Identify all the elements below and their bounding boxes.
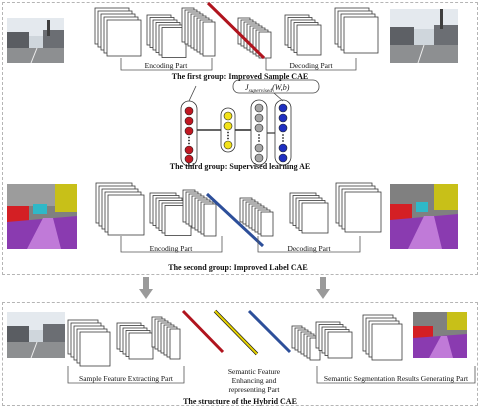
loss-formula: Jsupervised(W,b) (245, 83, 290, 94)
output-layer-node-2 (254, 113, 264, 123)
label-layer-ellipsis-1 (282, 134, 284, 136)
label-layer-node-1 (278, 103, 288, 113)
label-layer-node-2 (278, 113, 288, 123)
bracket-semantic-results-part (316, 366, 476, 384)
hybrid-stroke-red (181, 309, 225, 354)
label-layer-ellipsis-2 (282, 137, 284, 139)
hybrid-decoder-stack-3 (362, 314, 403, 361)
input-layer-ellipsis-2 (188, 139, 190, 142)
decoding-part-label-second: Decoding Part (287, 244, 331, 253)
hybrid-encoder-stack-3 (151, 316, 181, 360)
decoder-stack-3-second (335, 182, 382, 233)
decoder-stack-1-second (239, 197, 274, 237)
first-group-caption: The first group: Improved Sample CAE (171, 72, 309, 81)
hybrid-encoder-stack-2 (116, 322, 154, 360)
label-layer-node-4 (278, 143, 288, 153)
label-layer-ellipsis-3 (282, 140, 284, 142)
bracket-encoding-second (120, 236, 223, 253)
input-layer-node-3 (184, 126, 194, 136)
input-layer-node-1 (184, 106, 194, 116)
hidden-layer-node-3 (223, 140, 233, 150)
flow-arrow-left-head (139, 289, 153, 299)
encoder-stack-2-top (146, 14, 187, 58)
bracket-sample-part (67, 366, 185, 384)
output-layer-node-4 (254, 143, 264, 153)
encoder-stack-2-second (149, 192, 192, 236)
output-layer-ellipsis-1 (258, 134, 260, 136)
semantic-feature-part-label: Semantic Feature Enhancing and represent… (227, 367, 281, 394)
bracket-decoding-second (257, 236, 361, 253)
label-layer-node-3 (278, 123, 288, 133)
output-layer-node-3 (254, 123, 264, 133)
flow-arrow-right-head (316, 289, 330, 299)
encoder-stack-3-top (181, 7, 216, 57)
hybrid-stroke-blue (247, 309, 292, 354)
label-image-output (390, 184, 458, 249)
bracket-decoding-top (265, 58, 357, 71)
output-layer-node-5 (254, 153, 264, 163)
hybrid-decoder-stack-1 (291, 325, 321, 361)
third-group-caption: The third group: Supervised learning AE (169, 162, 311, 171)
decoder-stack-2-top (284, 14, 322, 56)
input-layer-node-5 (184, 154, 194, 164)
decoder-stack-3-top (334, 7, 379, 54)
output-layer-ellipsis-3 (258, 140, 260, 142)
encoding-part-label-top: Encoding Part (144, 61, 188, 70)
hidden-layer-node-2 (223, 121, 233, 131)
hybrid-decoder-stack-2 (315, 321, 353, 359)
upper-groups-frame (2, 2, 478, 275)
label-layer-node-5 (278, 153, 288, 163)
loss-formula-box (232, 79, 320, 94)
hybrid-stroke-yellow-inner (214, 310, 258, 355)
hidden-layer-ellipsis-1 (227, 131, 229, 134)
sample-feature-part-label: Sample Feature Extracting Part (79, 374, 173, 383)
input-layer-node-2 (184, 116, 194, 126)
hidden-layer-node-1 (223, 111, 233, 121)
hidden-layer-ellipsis-3 (227, 137, 229, 140)
street-photo-input-top (7, 18, 64, 63)
hybrid-encoder-stack-1 (67, 319, 111, 367)
encoding-part-label-second: Encoding Part (149, 244, 193, 253)
decoder-stack-2-second (289, 192, 329, 234)
flow-arrow-right-shaft (320, 277, 326, 290)
output-layer-node-1 (254, 103, 264, 113)
encoder-stack-1-top (94, 7, 142, 57)
encoder-stack-3-second (182, 189, 217, 237)
hybrid-frame (2, 302, 478, 406)
input-layer-ellipsis-1 (188, 136, 190, 139)
supervised-ae-network (180, 99, 292, 167)
output-layer-ellipsis-2 (258, 137, 260, 139)
bracket-encoding-top (120, 58, 213, 71)
semantic-results-part-label: Semantic Segmentation Results Generating… (323, 374, 469, 383)
street-photo-input-hybrid (7, 312, 65, 358)
flow-arrow-left-shaft (143, 277, 149, 290)
street-photo-output-top (390, 9, 458, 63)
input-layer-ellipsis-3 (188, 142, 190, 145)
encoder-stack-1-second (95, 182, 145, 236)
hidden-layer-ellipsis-2 (227, 134, 229, 137)
label-image-input (7, 184, 77, 249)
hybrid-caption: The structure of the Hybrid CAE (183, 397, 297, 406)
bottleneck-stroke-blue-second (205, 192, 265, 248)
decoding-part-label-top: Decoding Part (289, 61, 333, 70)
input-layer-node-4 (184, 145, 194, 155)
segmentation-result-image (413, 312, 467, 358)
bottleneck-stroke-red-top (206, 1, 266, 60)
second-group-caption: The second group: Improved Label CAE (168, 263, 308, 272)
